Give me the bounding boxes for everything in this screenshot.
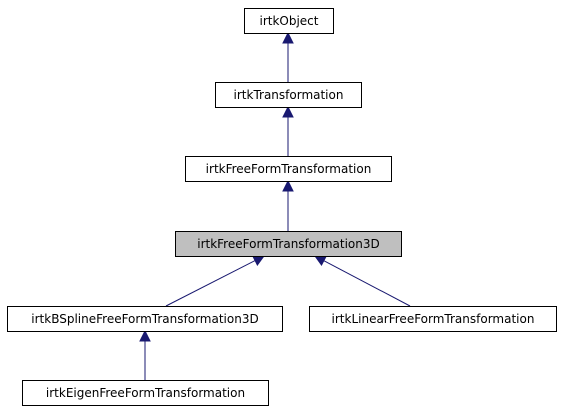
inheritance-edge <box>282 179 294 231</box>
edge-line <box>323 260 411 307</box>
edge-arrowhead-icon <box>282 105 294 118</box>
class-node-box[interactable] <box>22 380 269 406</box>
class-node-label: irtkFreeFormTransformation <box>206 162 372 176</box>
inheritance-edge <box>282 31 294 82</box>
class-node-label: irtkObject <box>259 14 318 28</box>
class-node-box[interactable] <box>309 306 557 332</box>
class-node-label: irtkEigenFreeFormTransformation <box>46 386 245 400</box>
class-node-box[interactable] <box>215 82 362 108</box>
edges-layer <box>139 31 411 380</box>
class-node-box[interactable] <box>7 306 283 332</box>
class-node-irtk-free-form-transformation3-d: irtkFreeFormTransformation3D <box>175 231 402 257</box>
class-node-label: irtkTransformation <box>234 88 344 102</box>
class-node-irtk-linear-free-form-transformation[interactable]: irtkLinearFreeFormTransformation <box>309 306 557 332</box>
class-node-irtk-transformation[interactable]: irtkTransformation <box>215 82 362 108</box>
edge-line <box>165 260 256 307</box>
class-node-irtk-object[interactable]: irtkObject <box>244 8 334 34</box>
class-node-irtk-bspline-free-form-transformation3-d[interactable]: irtkBSplineFreeFormTransformation3D <box>7 306 283 332</box>
inheritance-edge <box>139 329 151 380</box>
class-node-box[interactable] <box>185 156 392 182</box>
edge-arrowhead-icon <box>139 329 151 342</box>
class-node-label: irtkFreeFormTransformation3D <box>197 237 380 251</box>
class-node-label: irtkBSplineFreeFormTransformation3D <box>31 312 258 326</box>
inheritance-edge <box>282 105 294 156</box>
nodes-layer: irtkObject irtkTransformation irtkFreeForm… <box>7 8 557 406</box>
class-node-box[interactable] <box>244 8 334 34</box>
class-node-irtk-eigen-free-form-transformation[interactable]: irtkEigenFreeFormTransformation <box>22 380 269 406</box>
edge-arrowhead-icon <box>282 179 294 192</box>
inheritance-edge <box>165 255 265 307</box>
class-node-label: irtkLinearFreeFormTransformation <box>332 312 535 326</box>
inheritance-edge <box>314 255 411 307</box>
edge-arrowhead-icon <box>282 31 294 44</box>
class-node-irtk-free-form-transformation[interactable]: irtkFreeFormTransformation <box>185 156 392 182</box>
class-node-box <box>175 231 402 257</box>
